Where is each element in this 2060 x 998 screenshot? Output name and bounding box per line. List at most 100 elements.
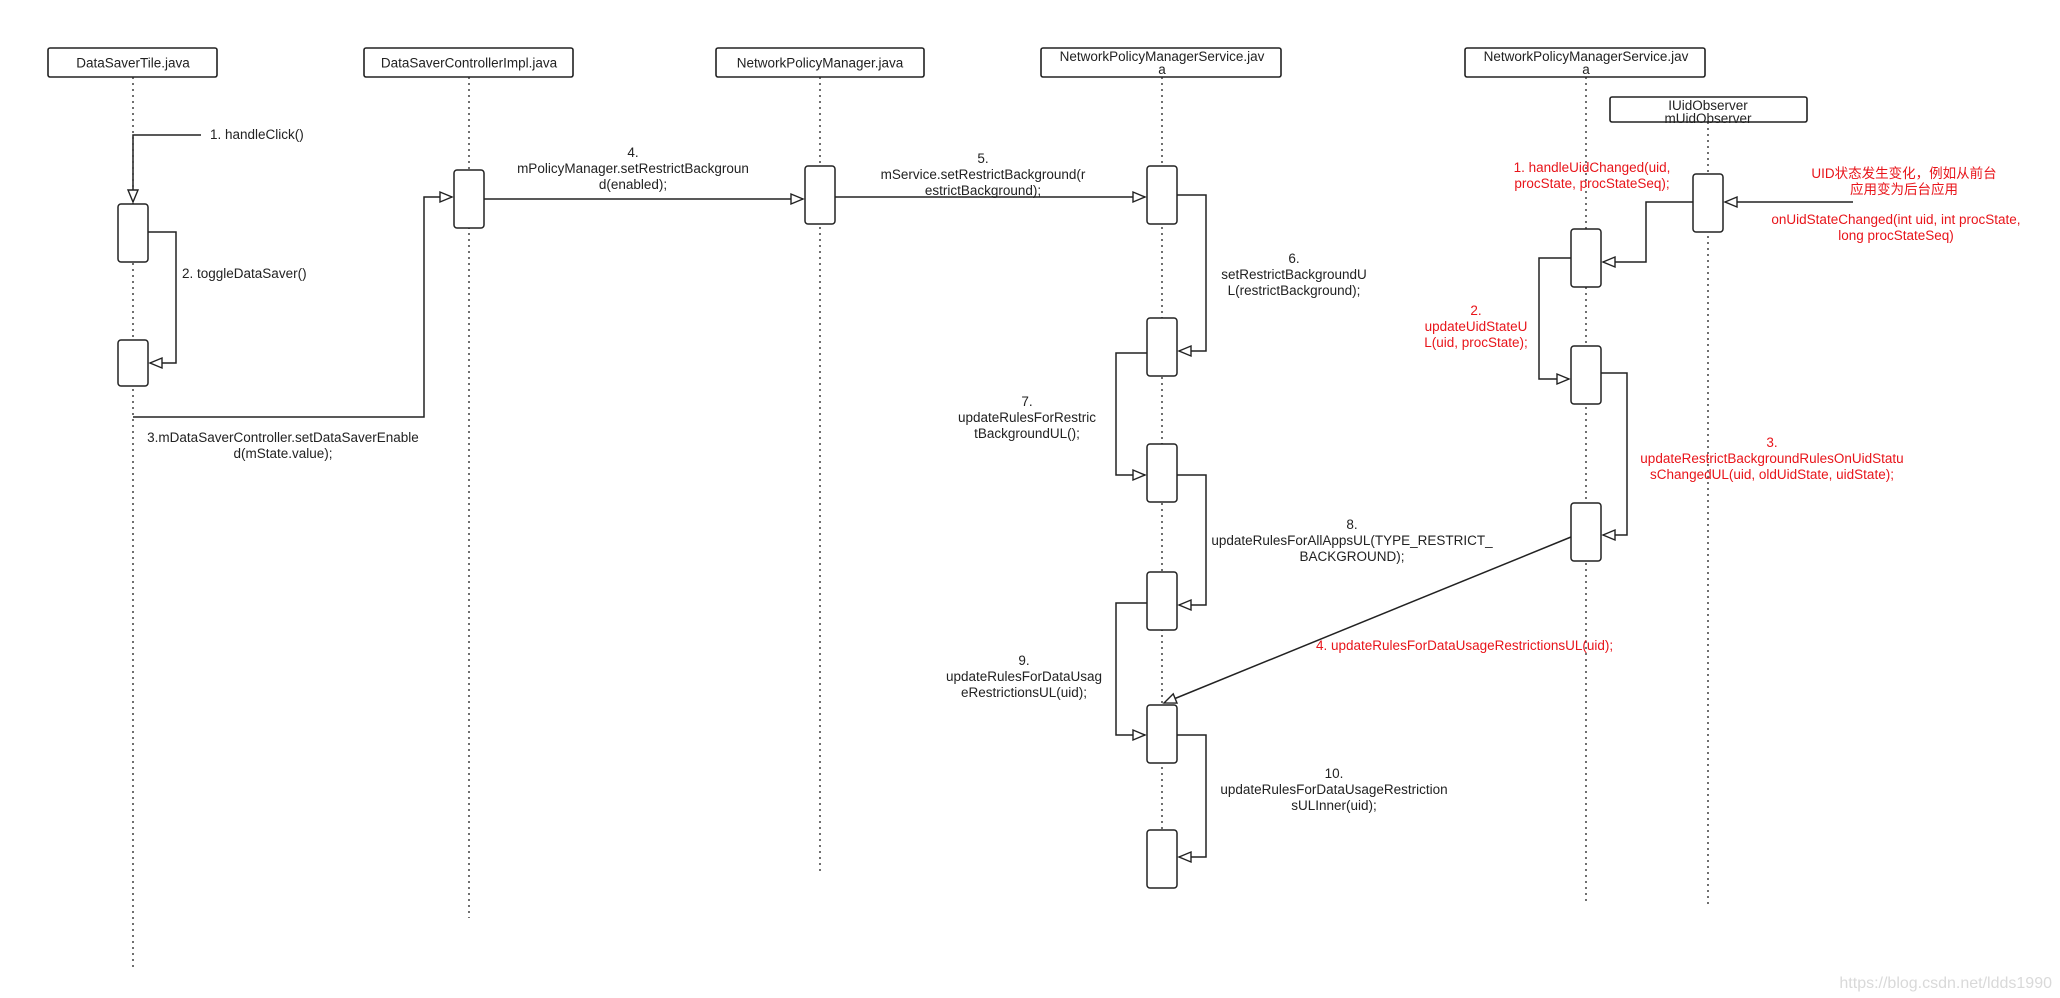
participant-label: IUidObserver (1668, 98, 1748, 113)
participant-p5: NetworkPolicyManagerService.java (1464, 47, 1706, 78)
activation-bar (117, 339, 149, 387)
participant-label: a (1582, 62, 1590, 77)
participant-p2: DataSaverControllerImpl.java (363, 47, 574, 78)
message-label-r1: 1. handleUidChanged(uid, (1514, 160, 1671, 175)
message-label-r3: updateRestrictBackgroundRulesOnUidStatu (1640, 451, 1903, 466)
participant-label: DataSaverControllerImpl.java (381, 56, 558, 71)
message-label-m6: L(restrictBackground); (1228, 283, 1361, 298)
message-label-r0: UID状态发生变化，例如从前台 (1811, 165, 1996, 181)
participant-label: DataSaverTile.java (76, 56, 190, 71)
participant-label: a (1158, 62, 1166, 77)
message-label-m4: 4. (627, 145, 638, 160)
arrowhead (1132, 468, 1147, 482)
message-label-m7: updateRulesForRestric (958, 410, 1096, 425)
message-arrow (1538, 257, 1571, 380)
participant-headers: DataSaverTile.java DataSaverControllerImp… (47, 47, 1808, 126)
message-label-m3: d(mState.value); (233, 446, 332, 461)
message-labels: 1. handleClick() 2. toggleDataSaver() 3.mD… (147, 127, 2020, 813)
participant-box (1464, 47, 1706, 78)
message-label-m8: updateRulesForAllAppsUL(TYPE_RESTRICT_ (1211, 533, 1493, 548)
arrowhead (1601, 255, 1616, 269)
message-label-r3: sChangedUL(uid, oldUidState, uidState); (1650, 467, 1894, 482)
message-label-r0b: long procStateSeq) (1838, 228, 1954, 243)
participant-p1: DataSaverTile.java (47, 47, 218, 78)
arrowhead (1132, 728, 1147, 742)
message-label-r2: 2. (1470, 303, 1481, 318)
activation-bars (117, 165, 1724, 889)
message-label-r2: L(uid, procState); (1424, 335, 1528, 350)
activation-bar (1570, 502, 1602, 562)
activation-bar (1146, 704, 1178, 764)
message-label-r0: 应用变为后台应用 (1850, 181, 1958, 197)
activation-bar (1692, 173, 1724, 233)
participant-box (715, 47, 925, 78)
message-label-m9: 9. (1018, 653, 1029, 668)
participant-label: NetworkPolicyManagerService.jav (1060, 49, 1265, 64)
message-label-r2: updateUidStateU (1425, 319, 1528, 334)
message-label-m5: 5. (977, 151, 988, 166)
message-label-m3: 3.mDataSaverController.setDataSaverEnabl… (147, 430, 419, 445)
participant-label: NetworkPolicyManager.java (737, 56, 904, 71)
message-label-m5: mService.setRestrictBackground(r (881, 167, 1086, 182)
message-label-m9: eRestrictionsUL(uid); (961, 685, 1087, 700)
message-arrow (1163, 536, 1572, 704)
arrowhead (1177, 344, 1192, 358)
activation-bar (1146, 443, 1178, 503)
message-arrow (132, 134, 201, 202)
message-label-m9: updateRulesForDataUsag (946, 669, 1102, 684)
message-label-m6: 6. (1288, 251, 1299, 266)
message-label-m6: setRestrictBackgroundU (1221, 267, 1367, 282)
message-label-m10: sULInner(uid); (1291, 798, 1377, 813)
activation-bar (1570, 228, 1602, 288)
arrowhead (1132, 190, 1147, 204)
message-arrow (148, 231, 177, 364)
message-label-r4: 4. updateRulesForDataUsageRestrictionsUL… (1316, 638, 1613, 653)
activation-bar (117, 203, 149, 263)
message-arrow (1177, 194, 1207, 352)
arrowhead (790, 192, 805, 206)
participant-label: mUidObserver (1664, 111, 1752, 126)
arrowhead (148, 356, 163, 370)
activation-bar (1146, 571, 1178, 631)
message-label-m7: tBackgroundUL(); (974, 426, 1080, 441)
message-arrow (1115, 352, 1147, 476)
message-label-m1: 1. handleClick() (210, 127, 304, 142)
activation-bar (804, 165, 836, 225)
message-arrow (1603, 201, 1693, 263)
message-label-m2: 2. toggleDataSaver() (182, 266, 307, 281)
activation-bar (1146, 165, 1178, 225)
participant-box (363, 47, 574, 78)
activation-bar (1146, 317, 1178, 377)
message-label-m10: updateRulesForDataUsageRestriction (1220, 782, 1447, 797)
participant-label: NetworkPolicyManagerService.jav (1484, 49, 1689, 64)
activation-bar (1146, 829, 1178, 889)
activation-bar (1570, 345, 1602, 405)
message-arrow (1115, 602, 1147, 736)
arrowhead (1162, 692, 1179, 704)
participant-p4: NetworkPolicyManagerService.java (1040, 47, 1282, 78)
message-arrow (1601, 372, 1628, 536)
message-label-r1: procState, procStateSeq); (1514, 176, 1669, 191)
message-arrow (133, 196, 452, 418)
message-label-m4: d(enabled); (599, 177, 667, 192)
message-label-m7: 7. (1021, 394, 1032, 409)
activation-bar (453, 169, 485, 229)
message-arrow (1177, 734, 1207, 858)
arrowhead (1556, 372, 1571, 386)
message-label-r3: 3. (1766, 435, 1777, 450)
arrowhead (1177, 598, 1192, 612)
message-label-m4: mPolicyManager.setRestrictBackgroun (517, 161, 749, 176)
arrowhead (1177, 850, 1192, 864)
message-label-m8: BACKGROUND); (1299, 549, 1404, 564)
arrowhead (126, 189, 140, 204)
message-label-m8: 8. (1346, 517, 1357, 532)
message-label-r0b: onUidStateChanged(int uid, int procState… (1771, 212, 2020, 227)
message-arrow (1177, 474, 1207, 606)
message-arrows (126, 134, 1853, 864)
arrowhead (1601, 528, 1616, 542)
message-label-m5: estrictBackground); (925, 183, 1041, 198)
participant-box (1040, 47, 1282, 78)
participant-box (47, 47, 218, 78)
